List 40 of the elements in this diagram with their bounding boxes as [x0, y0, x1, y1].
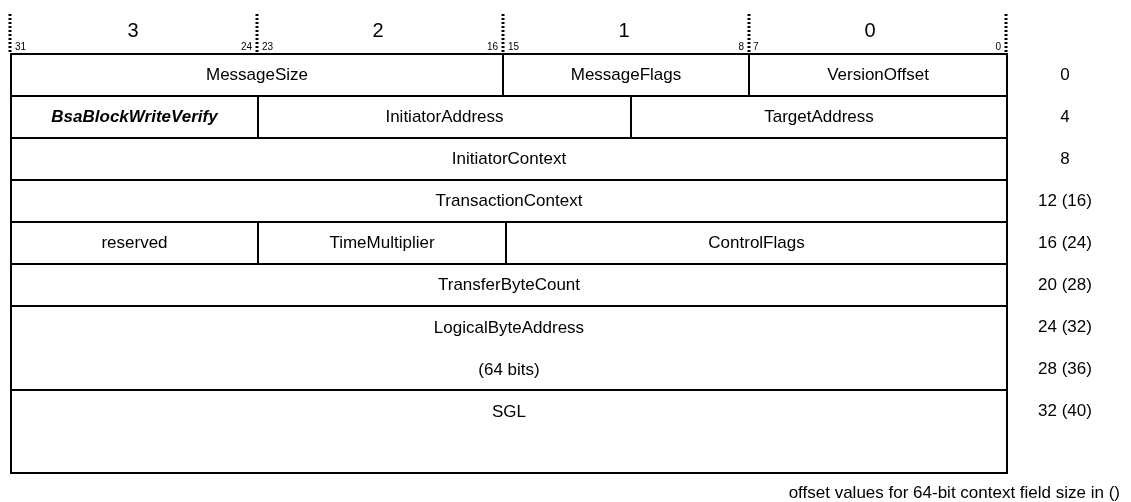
byte-number: 2: [372, 20, 384, 40]
field-cell: [10, 389, 1008, 474]
field-cell: [10, 179, 1008, 223]
field-cell: [10, 53, 504, 97]
field-name: VersionOffset: [826, 65, 930, 85]
footnote: offset values for 64-bit context field size in (): [788, 483, 1120, 501]
byte-offset: 20 (28): [1038, 275, 1092, 293]
field-name: BsaBlockWriteVerify: [50, 107, 219, 127]
field-cell: [748, 53, 1008, 97]
field-name: TransactionContext: [434, 191, 584, 211]
field-name: ControlFlags: [707, 233, 806, 253]
field-name: (64 bits): [477, 360, 541, 380]
field-name: InitiatorContext: [450, 149, 568, 169]
byte-number: 1: [618, 20, 630, 40]
byte-offset: 8: [1060, 149, 1070, 167]
bit-number: 15: [508, 42, 520, 52]
field-name: reserved: [100, 233, 169, 253]
field-name: MessageFlags: [569, 65, 683, 85]
field-name: TransferByteCount: [436, 275, 581, 295]
bit-number: 16: [486, 42, 498, 52]
bit-number: 8: [738, 42, 744, 52]
field-cell: [10, 137, 1008, 181]
bit-number: 7: [753, 42, 759, 52]
byte-offset: 4: [1060, 107, 1070, 125]
byte-number: 0: [864, 20, 876, 40]
field-name: TimeMultiplier: [328, 233, 436, 253]
field-name: LogicalByteAddress: [432, 318, 586, 338]
byte-offset: 0: [1060, 65, 1070, 83]
field-cell: [10, 263, 1008, 307]
byte-offset: 12 (16): [1038, 191, 1092, 209]
field-cell: [10, 305, 1008, 391]
byte-offset: 32 (40): [1038, 401, 1092, 419]
byte-offset: 28 (36): [1038, 359, 1092, 377]
byte-offset: 24 (32): [1038, 317, 1092, 335]
byte-offset: 16 (24): [1038, 233, 1092, 251]
field-name: InitiatorAddress: [384, 107, 505, 127]
byte-number: 3: [127, 20, 139, 40]
field-name: SGL: [491, 402, 527, 422]
field-name: MessageSize: [204, 65, 310, 85]
field-name: TargetAddress: [763, 107, 875, 127]
